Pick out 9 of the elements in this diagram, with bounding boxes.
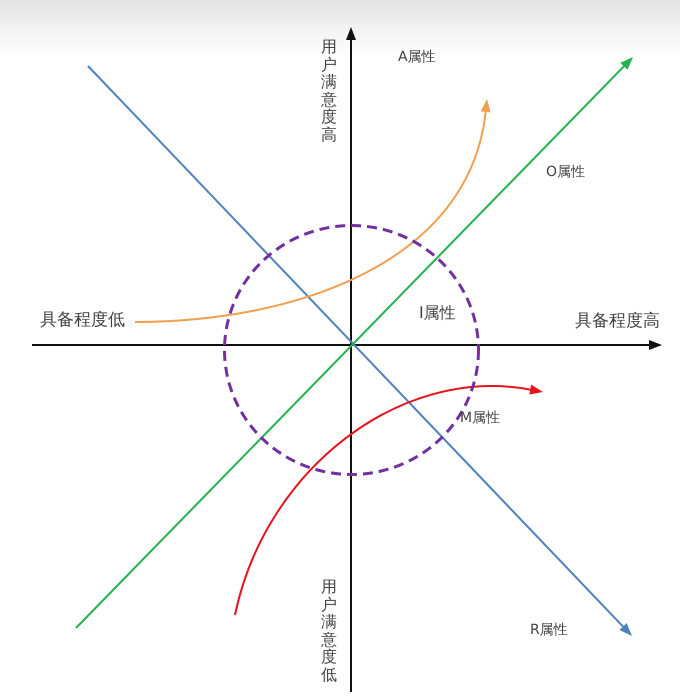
attribute-label: O属性 [546, 165, 586, 179]
attribute-label: A属性 [398, 50, 436, 64]
axis-label: 用户满意度高 [321, 38, 337, 144]
axis-label: 用户满意度低 [321, 578, 337, 684]
axis-label: 具备程度高 [575, 313, 660, 330]
attribute-label: R属性 [530, 623, 568, 637]
region-label: I属性 [419, 305, 456, 321]
axis-label: 具备程度低 [40, 312, 125, 329]
attribute-label: M属性 [460, 411, 500, 425]
